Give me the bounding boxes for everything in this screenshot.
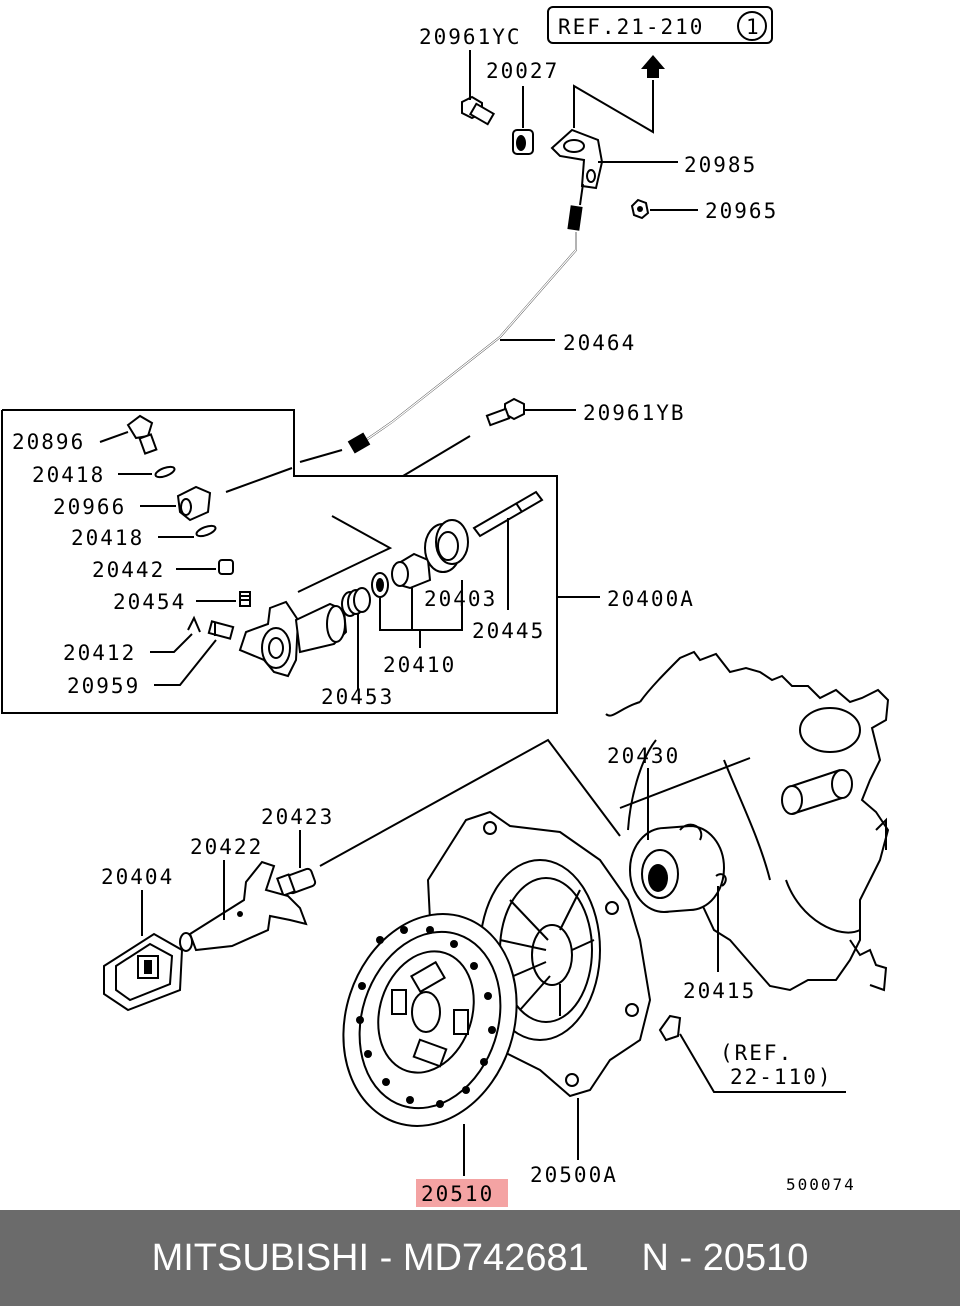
clutch-parts-diagram: REF.21-210 1 20961YC 20027 20985 20965 [1, 6, 890, 1207]
footer-gap [589, 1237, 642, 1280]
cap-20442 [176, 559, 234, 575]
release-fork-20422 [179, 860, 308, 952]
bracket-20985 [550, 128, 678, 190]
label-20454: 20454 [113, 590, 186, 614]
footer-separator: - [369, 1236, 403, 1279]
release-bearing-20430 [619, 757, 751, 913]
ref-22-110-line2: 22-110) [730, 1065, 833, 1089]
spring-20453 [341, 587, 371, 690]
transmission-housing [605, 650, 890, 992]
label-20896: 20896 [12, 430, 85, 454]
label-20965: 20965 [705, 199, 778, 223]
clutch-disc-20510[interactable] [317, 891, 544, 1176]
bolt-20961yc [461, 50, 496, 126]
ref-22-110[interactable]: (REF. 22-110) [658, 1014, 846, 1093]
label-20464: 20464 [563, 331, 636, 355]
nut-20965 [630, 198, 698, 220]
label-20412: 20412 [63, 641, 136, 665]
part-info-footer: MITSUBISHI - MD742681 N - 20510 [0, 1210, 960, 1306]
spring-20454 [196, 591, 251, 607]
label-20418-lower: 20418 [71, 526, 144, 550]
label-20415: 20415 [683, 979, 756, 1003]
up-arrow-icon [573, 55, 665, 134]
label-20403: 20403 [424, 587, 497, 611]
ref-21-210-text: REF.21-210 [558, 15, 704, 39]
push-rod-20445 [472, 490, 544, 610]
label-20961yb: 20961YB [583, 401, 686, 425]
footer-ref-prefix: N - [641, 1236, 703, 1279]
washer-20418-upper [118, 465, 176, 479]
label-20959: 20959 [67, 674, 140, 698]
screw-20959 [154, 620, 235, 686]
washer-20418-lower [158, 524, 217, 538]
footer-part-number: MD742681 [402, 1236, 589, 1279]
clip-20415 [679, 823, 727, 972]
union-bolt-20896 [99, 414, 158, 455]
label-20422: 20422 [190, 835, 263, 859]
label-20400a: 20400A [607, 587, 695, 611]
label-20453: 20453 [321, 685, 394, 709]
label-20510-highlight [416, 1179, 508, 1207]
label-20966: 20966 [53, 495, 126, 519]
label-20418-upper: 20418 [32, 463, 105, 487]
nut-20027 [512, 86, 534, 155]
label-20510: 20510 [421, 1182, 494, 1206]
label-20961yc: 20961YC [419, 25, 522, 49]
bolt-20961yb [402, 397, 576, 477]
clutch-pipe-20464 [299, 183, 584, 463]
label-20500a: 20500A [530, 1163, 618, 1187]
boot-20404 [103, 890, 184, 1012]
footer-brand: MITSUBISHI [151, 1236, 370, 1279]
fitting-20966 [140, 485, 212, 522]
label-20985: 20985 [684, 153, 757, 177]
cups-20410 [371, 552, 463, 648]
diagram-code: 500074 [786, 1175, 856, 1194]
slave-cylinder-body [238, 515, 393, 678]
label-20423: 20423 [261, 805, 334, 829]
label-20404: 20404 [101, 865, 174, 889]
ref-22-110-line1: (REF. [720, 1041, 793, 1065]
label-20445: 20445 [472, 619, 545, 643]
label-20410: 20410 [383, 653, 456, 677]
label-20442: 20442 [92, 558, 165, 582]
boot-20403 [424, 519, 469, 573]
label-20027: 20027 [486, 59, 559, 83]
ref-circle-number: 1 [746, 15, 761, 39]
footer-ref-number: 20510 [702, 1236, 809, 1279]
bleeder-20412 [150, 615, 201, 653]
label-20430: 20430 [607, 744, 680, 768]
assembly-box-20400a [1, 409, 600, 714]
ref-21-210-box[interactable]: REF.21-210 1 [547, 6, 773, 44]
pivot-20423 [276, 738, 621, 897]
